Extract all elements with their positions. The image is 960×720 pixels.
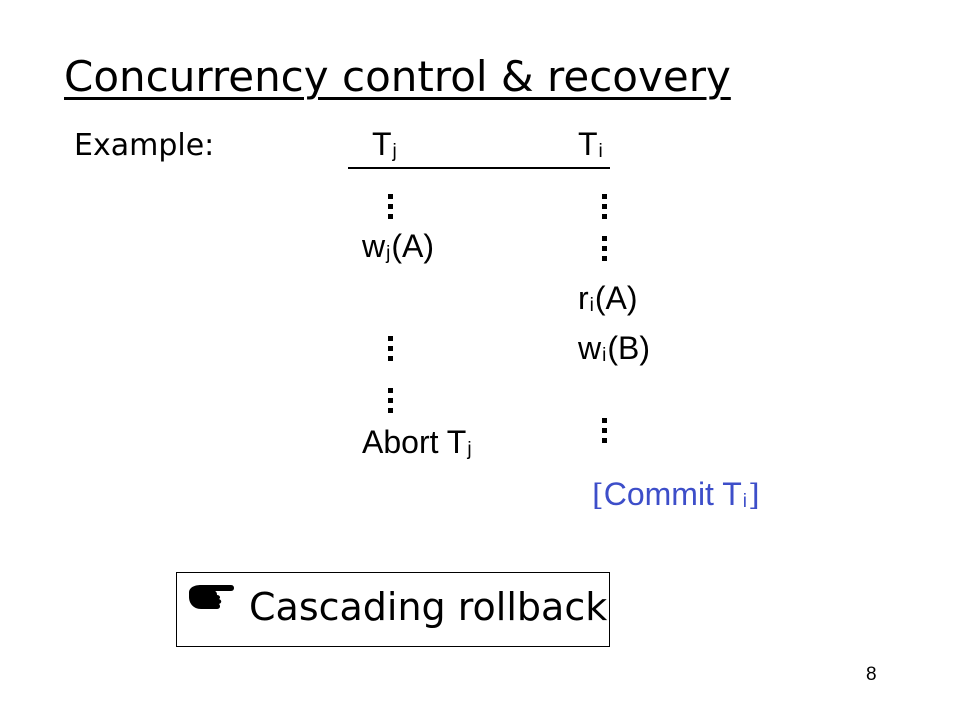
op-name: Commit T bbox=[603, 476, 742, 512]
op-name: w bbox=[578, 330, 602, 366]
transaction-ti-header: Ti bbox=[578, 126, 604, 163]
op-arg: (A) bbox=[391, 228, 434, 264]
op-name: Abort T bbox=[362, 424, 467, 460]
ti-commit-op: [Commit Ti] bbox=[592, 476, 760, 513]
op-arg: (A) bbox=[594, 280, 638, 316]
op-subscript: i bbox=[589, 295, 594, 316]
slide-title: Concurrency control & recovery bbox=[64, 52, 731, 101]
ti-write-op: wi(B) bbox=[578, 330, 650, 367]
open-bracket: [ bbox=[592, 478, 604, 513]
transaction-tj-header: Tj bbox=[372, 126, 398, 163]
tj-write-op: wj(A) bbox=[362, 228, 434, 265]
op-subscript: i bbox=[602, 345, 607, 366]
ti-read-op: ri(A) bbox=[578, 280, 638, 317]
example-label: Example: bbox=[74, 128, 215, 163]
vertical-ellipsis-icon bbox=[388, 388, 394, 418]
vertical-ellipsis-icon bbox=[602, 194, 608, 224]
ti-letter: T bbox=[578, 126, 598, 162]
cascading-rollback-callout: Cascading rollback bbox=[176, 572, 610, 647]
header-underline bbox=[348, 167, 610, 169]
tj-letter: T bbox=[372, 126, 392, 162]
op-name: r bbox=[578, 280, 589, 316]
page-number: 8 bbox=[866, 664, 877, 685]
vertical-ellipsis-icon bbox=[602, 418, 608, 448]
ti-subscript: i bbox=[598, 141, 603, 162]
op-subscript: i bbox=[742, 491, 748, 512]
callout-label: Cascading rollback bbox=[249, 585, 608, 629]
vertical-ellipsis-icon bbox=[602, 236, 608, 266]
op-arg: (B) bbox=[607, 330, 650, 366]
op-subscript: j bbox=[386, 243, 391, 264]
op-subscript: j bbox=[467, 439, 472, 460]
vertical-ellipsis-icon bbox=[388, 194, 394, 224]
op-name: w bbox=[362, 228, 386, 264]
pointing-hand-icon bbox=[189, 585, 234, 609]
close-bracket: ] bbox=[748, 478, 760, 513]
vertical-ellipsis-icon bbox=[388, 336, 394, 366]
tj-subscript: j bbox=[392, 141, 397, 162]
tj-abort-op: Abort Tj bbox=[362, 424, 473, 461]
